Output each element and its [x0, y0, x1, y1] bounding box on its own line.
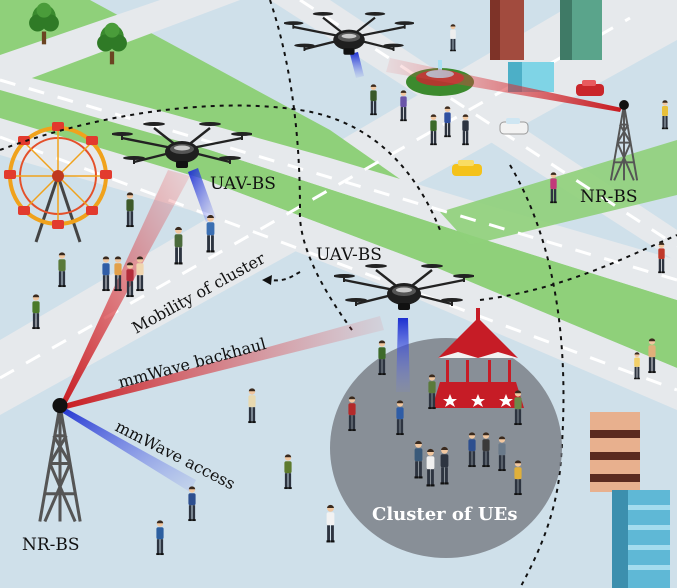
person-icon: [58, 252, 66, 288]
backhaul-beam-to-uav-top: [60, 170, 190, 408]
uav-bs-label-top: UAV-BS: [210, 174, 276, 194]
building-icon: [590, 412, 670, 588]
nr-bs-label-right: NR-BS: [580, 187, 638, 207]
person-icon: [156, 520, 164, 556]
car-icon: [576, 80, 604, 96]
car-icon: [452, 160, 482, 176]
mobility-arrow: [262, 271, 301, 285]
grass-right: [440, 140, 677, 245]
person-icon: [126, 192, 134, 228]
cluster-label: Cluster of UEs: [372, 504, 517, 525]
access-beam: [58, 405, 196, 492]
building-icon: [490, 0, 602, 92]
person-icon: [370, 84, 377, 116]
uav-upper-access-beam: [350, 52, 364, 78]
person-icon: [661, 100, 669, 130]
ferris-wheel-icon: [4, 122, 112, 243]
nr-bs-label-left: NR-BS: [22, 535, 80, 555]
uav-top-access-beam: [188, 168, 216, 222]
uav-bs-label-mid: UAV-BS: [316, 245, 382, 265]
person-icon: [326, 504, 335, 543]
carousel-icon: [432, 308, 524, 408]
car-icon: [499, 118, 529, 135]
person-icon: [450, 24, 456, 52]
backhaul-beam-to-uav-upper: [386, 58, 622, 112]
backhaul-beam-to-uav-mid: [60, 316, 384, 410]
road-band-b: [0, 70, 677, 300]
uav-mid-access-beam: [396, 318, 410, 392]
person-icon: [248, 388, 256, 424]
person-icon: [284, 454, 292, 490]
